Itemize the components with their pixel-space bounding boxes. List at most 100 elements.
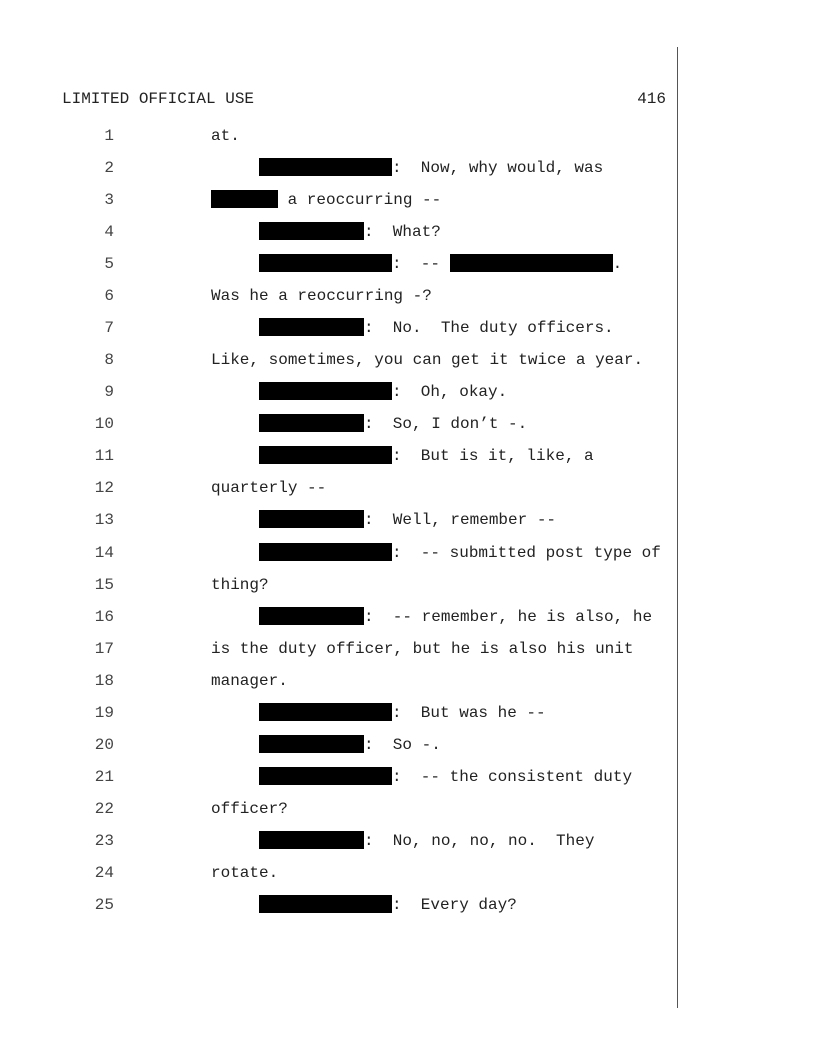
line-number: 21 [94, 767, 114, 786]
line-text: : -- . [259, 254, 622, 274]
redaction-box [259, 446, 392, 465]
text-segment: : Well, remember -- [364, 511, 557, 530]
transcript-line: 10: So, I don’t -. [0, 414, 676, 434]
text-segment: : -- the consistent duty [392, 767, 633, 786]
redaction-box [259, 158, 392, 177]
text-segment: : Now, why would, was [392, 159, 604, 178]
transcript-line: 25: Every day? [0, 894, 676, 915]
line-number: 13 [94, 511, 114, 530]
line-number: 4 [104, 223, 114, 242]
transcript-line: 2 : Now, why would, was [0, 158, 676, 178]
transcript-line: 13 : Well, remember -- [0, 510, 676, 530]
line-number: 2 [104, 159, 114, 178]
line-text: : But is it, like, a [259, 446, 594, 466]
line-number: 8 [104, 351, 114, 370]
transcript-line: 8 Like, sometimes, you can get it twice a… [0, 350, 676, 370]
text-segment: : Every day? [392, 895, 517, 914]
line-text: : So, I don’t -. [259, 414, 527, 434]
line-text: : But was he -- [259, 702, 546, 723]
line-number: 18 [94, 671, 114, 690]
right-margin-rule [677, 47, 678, 1008]
redaction-box [259, 542, 392, 561]
transcript-line: 19: But was he -- [0, 702, 676, 723]
line-number: 3 [104, 191, 114, 210]
transcript-line: 6 Was he a reoccurring -? [0, 286, 676, 306]
line-number: 15 [94, 575, 114, 594]
line-number: 24 [94, 863, 114, 882]
transcript-line: 12 quarterly -- [0, 478, 676, 498]
line-number: 7 [104, 319, 114, 338]
redaction-box [259, 382, 392, 401]
redaction-box [259, 830, 364, 849]
page-number: 416 [637, 90, 666, 108]
text-segment: : Oh, okay. [392, 383, 508, 402]
line-text: a reoccurring -- [211, 190, 441, 210]
transcript-line: 24 rotate. [0, 863, 676, 883]
line-text: at. [211, 126, 240, 146]
line-text: : -- the consistent duty [259, 766, 633, 787]
line-number: 20 [94, 735, 114, 754]
line-text: : Well, remember -- [259, 510, 556, 530]
text-segment: : -- [392, 255, 450, 274]
redaction-box [449, 254, 613, 273]
text-segment: : No. The duty officers. [364, 319, 614, 338]
line-text: quarterly -- [211, 478, 326, 498]
text-segment: : So -. [364, 735, 441, 754]
line-text: : So -. [259, 734, 441, 755]
redaction-box [259, 510, 364, 529]
line-text: is the duty officer, but he is also his … [211, 639, 633, 659]
transcript-line: 15 thing? [0, 575, 676, 595]
text-segment: a reoccurring -- [278, 191, 442, 210]
text-segment: : What? [364, 223, 441, 242]
text-segment: Like, sometimes, you can get it twice a … [211, 351, 644, 370]
text-segment: : But was he -- [392, 703, 546, 722]
text-segment: Was he a reoccurring -? [211, 287, 432, 306]
line-text: : Every day? [259, 894, 517, 915]
text-segment: at. [211, 127, 240, 145]
text-segment: : -- remember, he is also, he [364, 607, 653, 626]
redaction-box [259, 254, 392, 273]
redaction-box [259, 318, 364, 337]
text-segment: : No, no, no, no. They [364, 831, 595, 850]
line-text: officer? [211, 799, 288, 819]
line-number: 12 [94, 479, 114, 498]
line-text: rotate. [211, 863, 278, 883]
text-segment: : So, I don’t -. [364, 415, 528, 434]
transcript-line: 23: No, no, no, no. They [0, 830, 676, 851]
redaction-box [259, 766, 392, 785]
transcript-line: 5: -- . [0, 254, 676, 274]
transcript-line: 7 : No. The duty officers. [0, 318, 676, 338]
transcript-line: 9 : Oh, okay. [0, 382, 676, 402]
line-text: : No. The duty officers. [259, 318, 614, 338]
line-number: 6 [104, 287, 114, 306]
transcript-line: 18 manager. [0, 671, 676, 691]
line-text: manager. [211, 671, 288, 691]
line-text: thing? [211, 575, 269, 595]
line-text: Was he a reoccurring -? [211, 286, 432, 306]
line-number: 22 [94, 799, 114, 818]
text-segment: quarterly -- [211, 479, 327, 498]
line-text: Like, sometimes, you can get it twice a … [211, 350, 643, 370]
classification-header: LIMITED OFFICIAL USE [62, 90, 255, 108]
text-segment: thing? [211, 575, 269, 594]
redaction-box [211, 190, 278, 209]
line-number: 14 [94, 543, 114, 562]
line-number: 16 [94, 607, 114, 626]
redaction-box [259, 414, 364, 433]
transcript-line: 14: -- submitted post type of [0, 542, 676, 563]
text-segment: manager. [211, 671, 288, 690]
transcript-line: 11 : But is it, like, a [0, 446, 676, 466]
transcript-line: 22 officer? [0, 799, 676, 819]
text-segment: : But is it, like, a [392, 447, 594, 466]
line-text: : Oh, okay. [259, 382, 507, 402]
line-number: 11 [94, 447, 114, 466]
line-number: 9 [104, 383, 114, 402]
transcript-line: 20 : So -. [0, 734, 676, 755]
transcript-line: 3 a reoccurring -- [0, 190, 676, 210]
text-segment: rotate. [211, 863, 279, 882]
text-segment: officer? [211, 799, 288, 818]
text-segment: . [612, 255, 623, 274]
transcript-line: 16 : -- remember, he is also, he [0, 606, 676, 627]
